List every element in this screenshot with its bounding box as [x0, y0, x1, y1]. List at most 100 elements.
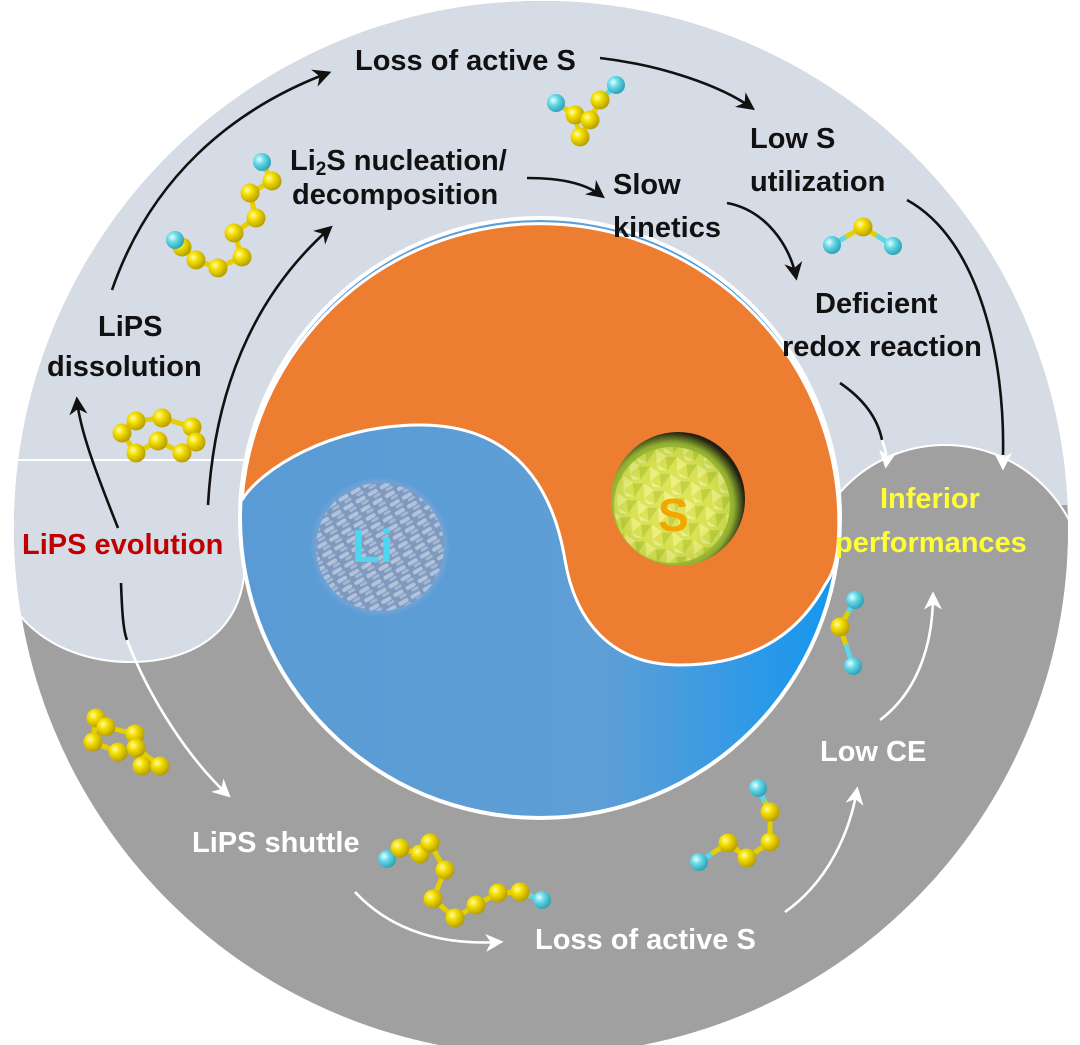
molecules [83, 76, 902, 928]
li2s-molecule [823, 217, 902, 255]
label-lips: LiPS [98, 311, 163, 343]
sulfur-atom [760, 832, 780, 852]
lithium-atom [166, 231, 184, 249]
upper-arrows [69, 56, 1005, 641]
lithium-atom [547, 94, 565, 112]
lithium-atom [823, 236, 841, 254]
sulfur-atom [126, 443, 146, 463]
sulfur-atom [565, 105, 585, 125]
sulfur-atom [590, 90, 610, 110]
sulfur-atom [152, 408, 172, 428]
sulfur-atom [262, 171, 282, 191]
lithium-atom [884, 237, 902, 255]
sulfur-atom [246, 208, 266, 228]
lithium-atom [533, 891, 551, 909]
lithium-atom [690, 853, 708, 871]
arrow-deficient-to-inferior-tip [879, 439, 898, 469]
sulfur-atom [125, 724, 145, 744]
sulfur-atom [580, 110, 600, 130]
sulfur-atom [126, 411, 146, 431]
lithium-atom [378, 850, 396, 868]
sulfur-atom [510, 882, 530, 902]
sulfur-atom [390, 838, 410, 858]
arrow-evolution-to-dissolution [69, 396, 120, 529]
sulfur-atom [830, 617, 850, 637]
sulfur-atom [853, 217, 873, 237]
lithium-atom [253, 153, 271, 171]
sulfur-atom [186, 250, 206, 270]
li2s-molecule [830, 591, 864, 675]
label-lips-evolution: LiPS evolution [22, 529, 224, 561]
lithium-atom [749, 779, 767, 797]
arrow-deficient-to-inferior [839, 381, 884, 441]
label-utilization: utilization [750, 166, 886, 198]
lithium-atom [844, 657, 862, 675]
sulfur-atom [132, 756, 152, 776]
lithium-label: Li [352, 520, 393, 572]
sulfur-atom [126, 738, 146, 758]
arrow-low-ce-to-inferior [879, 591, 943, 722]
label-loss-active-s-upper: Loss of active S [355, 45, 576, 77]
sulfur-atom [423, 889, 443, 909]
li2s4-molecule [690, 779, 780, 871]
label-low-s: Low S [750, 123, 836, 155]
sulfur-atom [737, 848, 757, 868]
sulfur-label: S [658, 489, 689, 541]
sulfur-atom [420, 833, 440, 853]
label-performances: performances [835, 527, 1027, 559]
label-low-ce: Low CE [820, 736, 927, 768]
li2s8-molecule [166, 153, 282, 278]
arrow-evolution-down [119, 582, 129, 641]
li2s4-molecule [547, 76, 625, 147]
li2s-text-li: Li [290, 145, 316, 177]
arrow-loss-to-low-ce [784, 786, 864, 914]
lithium-atom [607, 76, 625, 94]
sulfur-atom [96, 717, 116, 737]
sulfur-atom [172, 443, 192, 463]
li2s-subscript: 2 [315, 159, 327, 180]
label-inferior: Inferior [880, 483, 980, 515]
sulfur-atom [186, 432, 206, 452]
sulfur-atom [83, 732, 103, 752]
sulfur-atom [488, 883, 508, 903]
sulfur-atom [445, 908, 465, 928]
sulfur-atom [466, 895, 486, 915]
arrow-evolution-to-shuttle [125, 639, 231, 798]
s8-ring-molecule [83, 708, 170, 776]
label-loss-active-s-lower: Loss of active S [535, 924, 756, 956]
sulfur-atom [112, 423, 132, 443]
lower-arrows [125, 439, 1013, 952]
li2s-text-rest: S nucleation/ [326, 145, 507, 177]
sulfur-atom [208, 258, 228, 278]
label-li2s-nucleation: Li2S nucleation/ [290, 144, 507, 187]
label-deficient: Deficient [815, 288, 938, 320]
arrow-loss-to-low-s [599, 56, 755, 111]
li2s8-molecule [378, 833, 551, 928]
lithium-atom [846, 591, 864, 609]
arrow-evolution-to-li2s [206, 225, 333, 506]
label-decomposition: decomposition [292, 179, 499, 211]
sulfur-atom [108, 742, 128, 762]
sulfur-atom [232, 247, 252, 267]
arrow-li2s-to-slow [526, 176, 605, 199]
label-kinetics: kinetics [613, 212, 721, 244]
arrow-low-s-to-inferior [906, 198, 1005, 456]
label-slow: Slow [613, 169, 681, 201]
sulfur-atom [435, 860, 455, 880]
sulfur-atom [148, 431, 168, 451]
label-lips-shuttle: LiPS shuttle [192, 827, 360, 859]
label-dissolution: dissolution [47, 351, 202, 383]
arrow-shuttle-to-loss [354, 891, 504, 952]
sulfur-atom [570, 127, 590, 147]
label-redox-reaction: redox reaction [782, 331, 982, 363]
yin-yang [238, 216, 842, 820]
sulfur-atom [718, 833, 738, 853]
sulfur-atom [240, 183, 260, 203]
sulfur-atom [224, 223, 244, 243]
sulfur-atom [150, 756, 170, 776]
lips-evolution-bubble [14, 459, 246, 664]
arrow-dissolution-to-loss [110, 69, 332, 291]
sulfur-atom [182, 417, 202, 437]
arrow-slow-to-deficient [726, 201, 803, 281]
